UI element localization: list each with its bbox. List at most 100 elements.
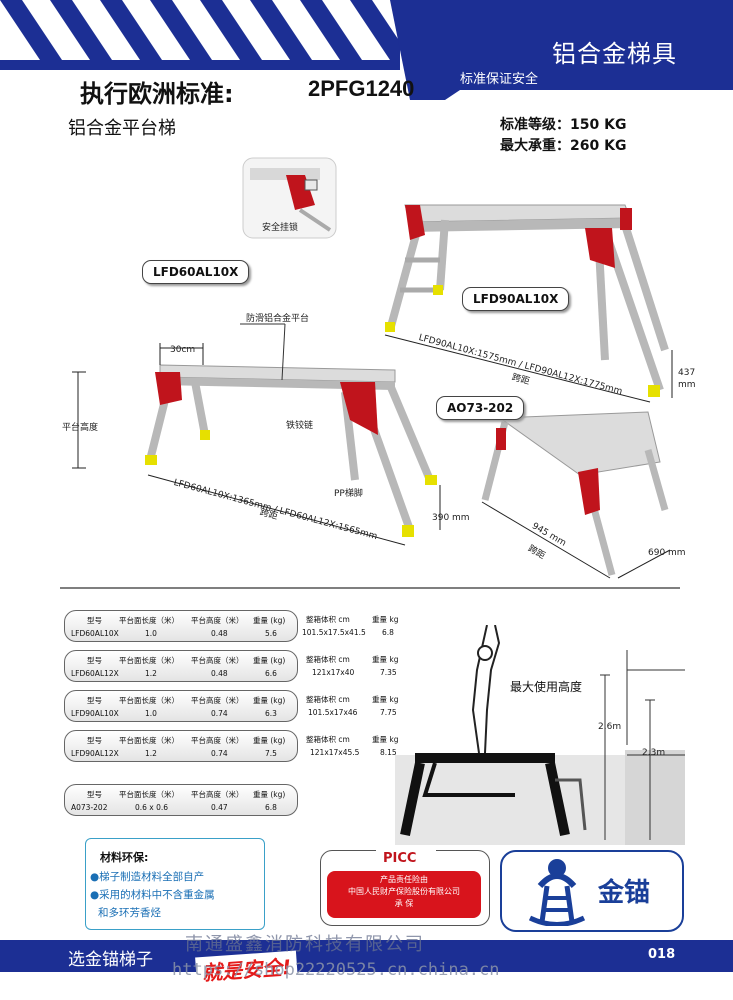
environment-box: 材料环保: ●梯子制造材料全部自产 ●采用的材料中不含重金属 和多环芳香烃 xyxy=(85,838,265,930)
spec-level: 标准等级：150 KG xyxy=(500,117,627,133)
cell-model: LFD90AL12X xyxy=(71,749,119,758)
cell-weight: 6.6 xyxy=(265,669,277,678)
col-weight: 重量 (kg) xyxy=(253,656,286,665)
col-model: 型号 xyxy=(87,736,102,745)
col-height: 平台高度（米） xyxy=(191,656,244,665)
header-stripes xyxy=(0,0,400,70)
col-model: 型号 xyxy=(87,616,102,625)
logo-text: 金锚 xyxy=(598,878,651,908)
cell-weight: 6.3 xyxy=(265,709,277,718)
pp-foot-label: PP梯脚 xyxy=(334,489,363,499)
standard-code: 2PFG1240 xyxy=(308,76,415,101)
brand-logo: 金锚 xyxy=(500,850,684,932)
cell-model: LFD90AL10X xyxy=(71,709,119,718)
model-bubble-lfd90: LFD90AL10X xyxy=(462,287,570,311)
cell-height: 0.48 xyxy=(211,629,228,638)
safety-lock-label: 安全挂锁 xyxy=(262,223,299,233)
col-length: 平台面长度（米） xyxy=(119,790,179,799)
picc-title: PICC xyxy=(383,851,417,866)
cell-length: 1.0 xyxy=(145,629,157,638)
env-item: ●采用的材料中不含重金属 xyxy=(90,889,215,901)
cell-length: 1.0 xyxy=(145,709,157,718)
col-height: 平台高度（米） xyxy=(191,696,244,705)
picc-box: PICC 产品责任险由 中国人民财产保险股份有限公司 承 保 xyxy=(320,849,490,926)
ext-box: 101.5x17.5x41.5 xyxy=(302,628,366,637)
col-height: 平台高度（米） xyxy=(191,616,244,625)
max-height-label: 最大使用高度 xyxy=(510,680,583,694)
spec-table-row: 型号 平台面长度（米） 平台高度（米） 重量 (kg) A073-202 0.6 x 0… xyxy=(64,784,298,816)
col-weight: 重量 (kg) xyxy=(253,616,286,625)
col-model: 型号 xyxy=(87,656,102,665)
cell-weight: 7.5 xyxy=(265,749,277,758)
footer-bar xyxy=(0,940,733,972)
env-item: 和多环芳香烃 xyxy=(98,907,161,919)
ext-weight: 6.8 xyxy=(382,628,394,637)
model-bubble-ao73: AO73-202 xyxy=(436,396,525,420)
ext-weight: 7.35 xyxy=(380,668,397,677)
ext-header-weight: 重量 kg xyxy=(372,655,399,664)
hinge-label: 铁铰链 xyxy=(286,421,314,431)
col-height: 平台高度（米） xyxy=(191,790,244,799)
env-title: 材料环保: xyxy=(100,851,149,864)
width-label: 30cm xyxy=(170,345,196,355)
ext-header-weight: 重量 kg xyxy=(372,735,399,744)
ext-weight: 8.15 xyxy=(380,748,397,757)
col-model: 型号 xyxy=(87,790,102,799)
footer-left-text: 选金锚梯子 xyxy=(68,950,153,970)
col-weight: 重量 (kg) xyxy=(253,696,286,705)
product-title: 铝合金平台梯 xyxy=(68,118,176,139)
cell-length: 1.2 xyxy=(145,669,157,678)
dim-390: 390 mm xyxy=(432,513,470,523)
ext-header-box: 整箱体积 cm xyxy=(306,615,350,624)
standard-label: 执行欧洲标准: xyxy=(80,80,234,108)
cell-length: 1.2 xyxy=(145,749,157,758)
cell-height: 0.47 xyxy=(211,803,228,812)
banner-title: 铝合金梯具 xyxy=(552,40,677,68)
height-2-6: 2.6m xyxy=(598,722,622,732)
cell-height: 0.48 xyxy=(211,669,228,678)
col-weight: 重量 (kg) xyxy=(253,736,286,745)
cell-weight: 5.6 xyxy=(265,629,277,638)
ext-header-weight: 重量 kg xyxy=(372,695,399,704)
cell-height: 0.74 xyxy=(211,749,228,758)
col-height: 平台高度（米） xyxy=(191,736,244,745)
col-length: 平台面长度（米） xyxy=(119,616,179,625)
usage-height-illustration xyxy=(395,625,685,845)
cell-model: A073-202 xyxy=(71,803,108,812)
picc-line2: 中国人民财产保险股份有限公司 xyxy=(348,887,460,896)
cell-model: LFD60AL12X xyxy=(71,669,119,678)
watermark-company: 南通盛鑫消防科技有限公司 xyxy=(185,934,425,955)
picc-line3: 承 保 xyxy=(394,899,414,908)
ext-box: 101.5x17x46 xyxy=(308,708,358,717)
ladder-illustration xyxy=(60,157,680,589)
cell-weight: 6.8 xyxy=(265,803,277,812)
footer-lower xyxy=(0,972,733,1000)
spec-table-row: 型号 平台面长度（米） 平台高度（米） 重量 (kg) LFD60AL12X 1.2 0.… xyxy=(64,650,298,682)
ext-header-box: 整箱体积 cm xyxy=(306,735,350,744)
model-bubble-lfd60: LFD60AL10X xyxy=(142,260,250,284)
watermark-url: https://shop22220525.cn.china.cn xyxy=(172,960,500,980)
cell-length: 0.6 x 0.6 xyxy=(135,803,169,812)
non-slip-platform-label: 防滑铝合金平台 xyxy=(246,314,310,324)
col-length: 平台面长度（米） xyxy=(119,656,179,665)
dim-690: 690 mm xyxy=(648,548,686,558)
env-item: ●梯子制造材料全部自产 xyxy=(90,871,205,883)
col-model: 型号 xyxy=(87,696,102,705)
col-weight: 重量 (kg) xyxy=(253,790,286,799)
platform-height-label: 平台高度 xyxy=(62,423,99,433)
anchor-ladder-icon xyxy=(528,859,586,926)
banner-subtitle: 标准保证安全 xyxy=(460,72,539,87)
spec-max: 最大承重：260 KG xyxy=(500,138,627,154)
ext-header-weight: 重量 kg xyxy=(372,615,399,624)
ext-weight: 7.75 xyxy=(380,708,397,717)
ext-box: 121x17x40 xyxy=(312,668,355,677)
ext-header-box: 整箱体积 cm xyxy=(306,655,350,664)
col-length: 平台面长度（米） xyxy=(119,736,179,745)
dim-437-unit: mm xyxy=(678,380,696,390)
page-number: 018 xyxy=(648,947,676,962)
col-length: 平台面长度（米） xyxy=(119,696,179,705)
spec-table-row: 型号 平台面长度（米） 平台高度（米） 重量 (kg) LFD90AL12X 1.2 0.… xyxy=(64,730,298,762)
ext-header-box: 整箱体积 cm xyxy=(306,695,350,704)
